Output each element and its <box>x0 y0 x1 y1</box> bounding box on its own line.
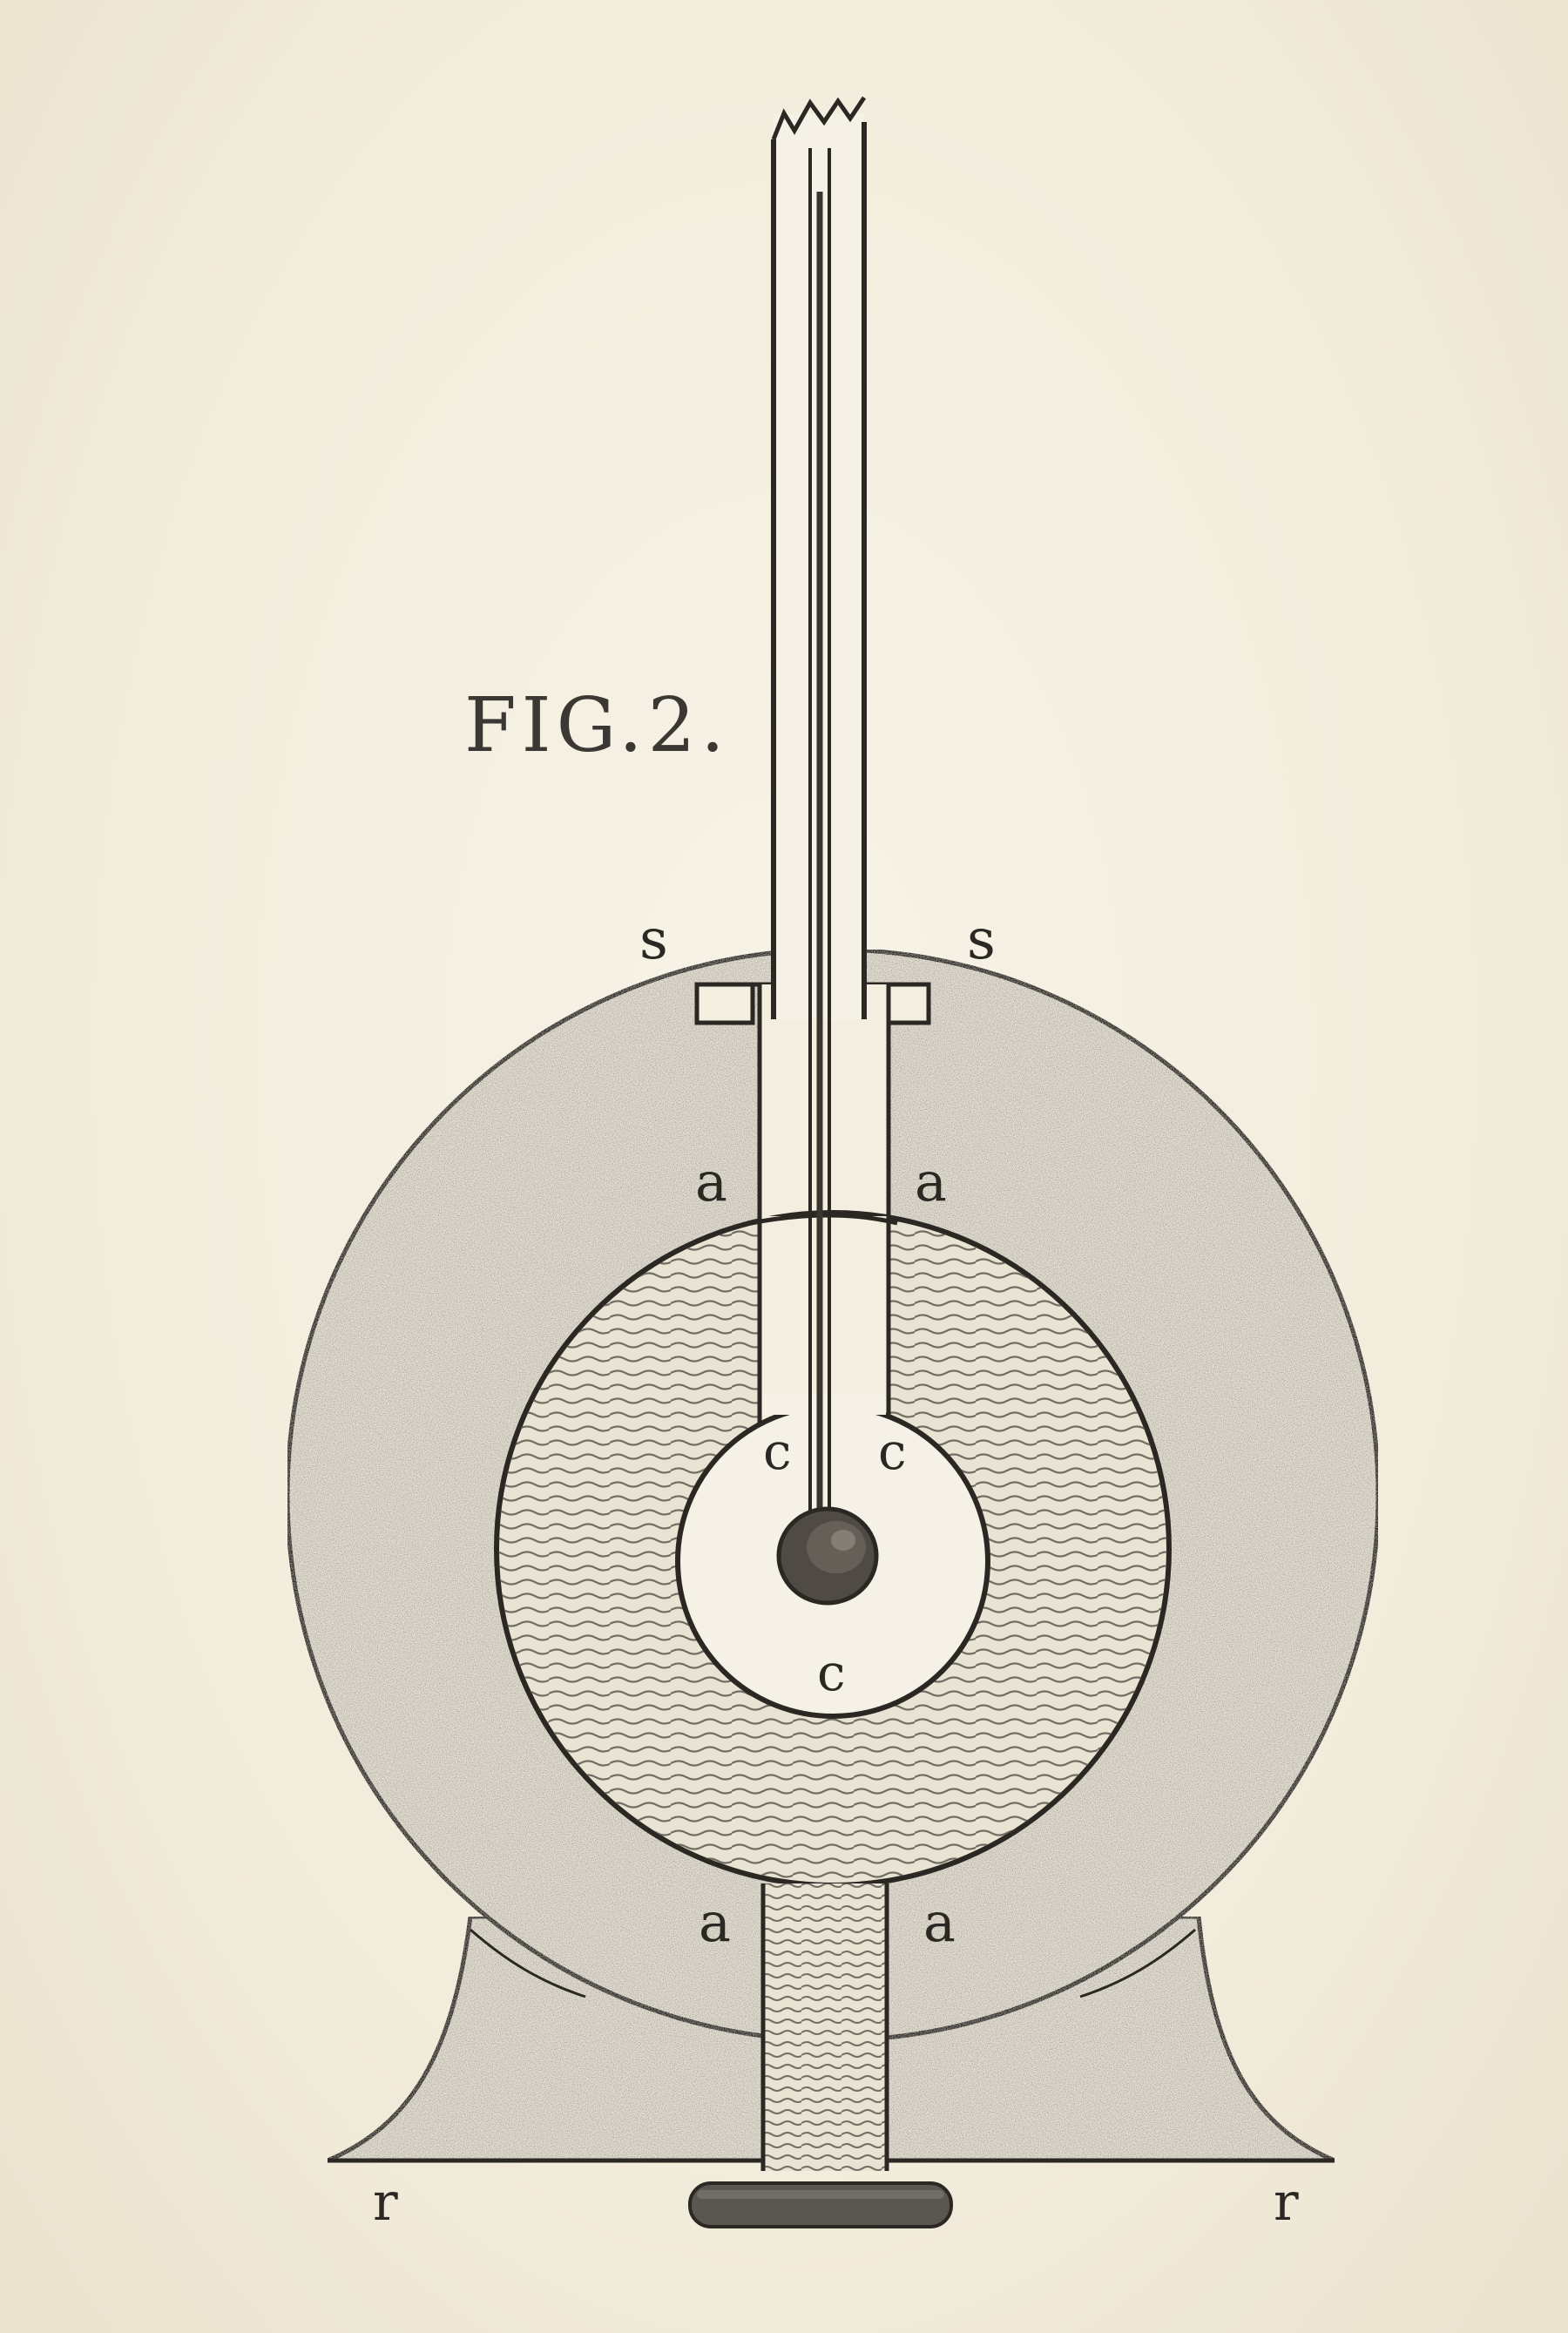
label-a-lower-left: a <box>699 1890 731 1954</box>
bottom-stem <box>760 1883 889 2171</box>
label-r-right: r <box>1274 2172 1299 2233</box>
thermometer-bulb <box>776 1506 879 1606</box>
figure-title: FIG.2. <box>464 682 730 769</box>
label-c-left: c <box>763 1422 791 1481</box>
label-s-left: s <box>639 908 668 972</box>
label-c-right: c <box>878 1422 906 1481</box>
label-s-right: s <box>967 908 996 972</box>
thermometer-tube <box>771 96 867 1542</box>
diagram-labels: s s a a c c c a a r r <box>373 908 1299 2233</box>
label-c-bottom: c <box>817 1643 845 1702</box>
label-a-lower-right: a <box>923 1890 956 1954</box>
label-a-upper-right: a <box>915 1150 947 1214</box>
label-r-left: r <box>373 2172 398 2233</box>
label-a-upper-left: a <box>695 1150 727 1214</box>
bottom-plug <box>688 2181 953 2228</box>
